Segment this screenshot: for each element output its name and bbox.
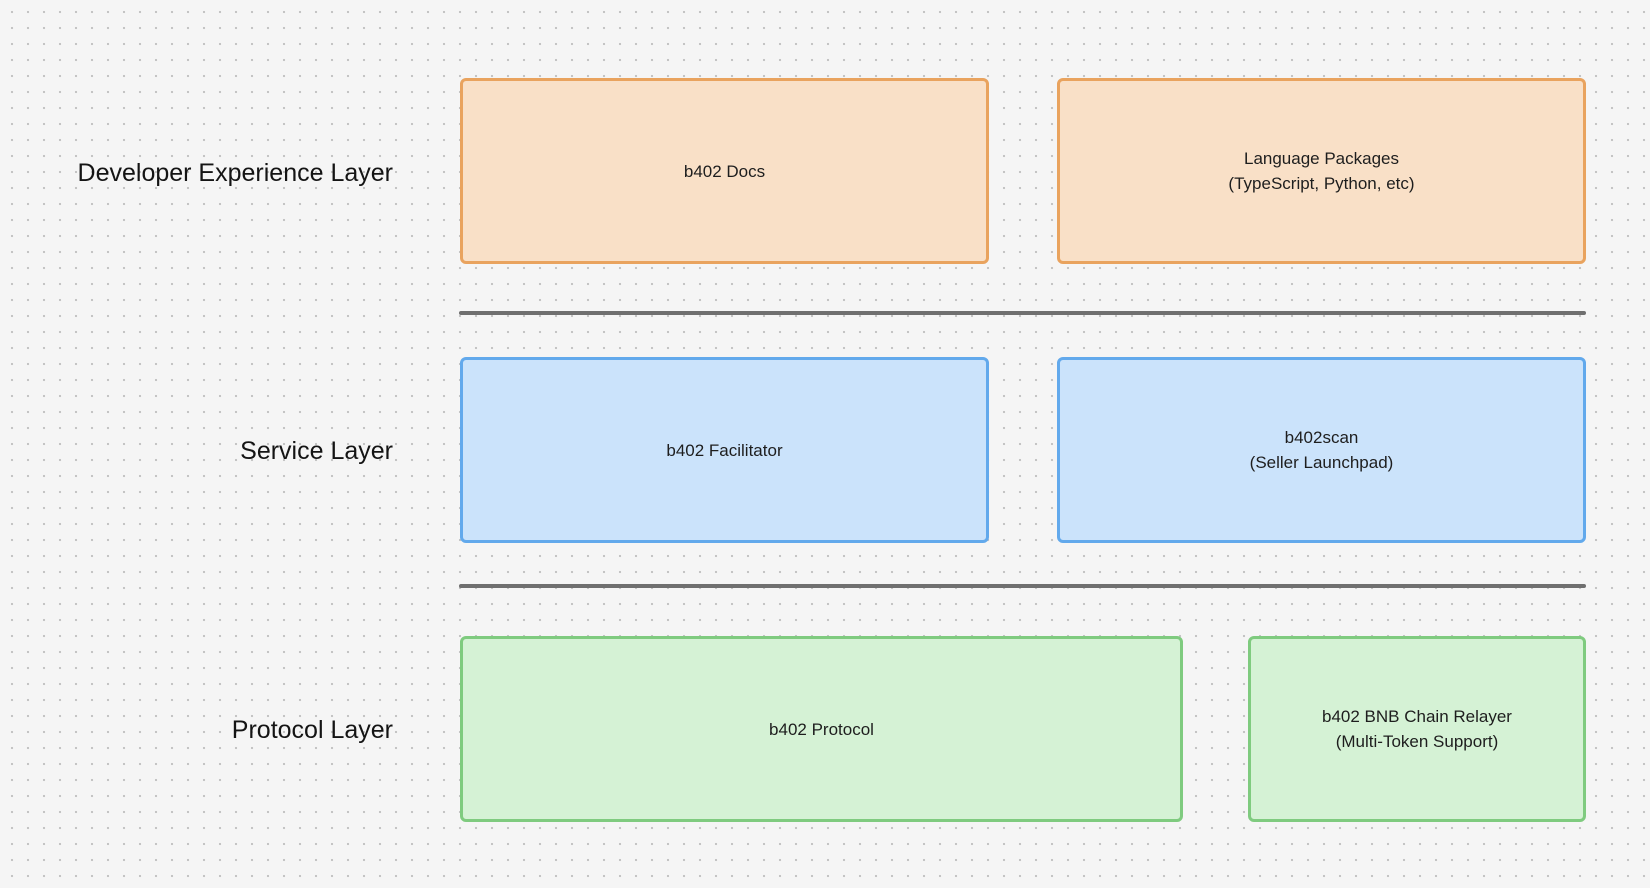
box-b402scan-subtitle: (Seller Launchpad) <box>1249 453 1394 472</box>
box-language-packages[interactable]: Language Packages (TypeScript, Python, e… <box>1057 78 1586 264</box>
layer-label-developer-experience: Developer Experience Layer <box>77 159 393 187</box>
box-b402scan[interactable]: b402scan (Seller Launchpad) <box>1057 357 1586 543</box>
box-bnb-chain-relayer-title: b402 BNB Chain Relayer <box>1322 707 1512 726</box>
layer-divider-top <box>459 311 1586 315</box>
box-b402-docs-title: b402 Docs <box>683 161 766 181</box>
box-b402-protocol-title: b402 Protocol <box>769 719 874 739</box>
box-b402-docs[interactable]: b402 Docs <box>460 78 989 264</box>
box-b402-facilitator-title: b402 Facilitator <box>666 440 783 460</box>
box-b402-protocol[interactable]: b402 Protocol <box>460 636 1183 822</box>
box-b402scan-title: b402scan <box>1284 428 1359 447</box>
box-language-packages-subtitle: (TypeScript, Python, etc) <box>1228 174 1415 193</box>
box-bnb-chain-relayer-subtitle: (Multi-Token Support) <box>1335 732 1499 751</box>
box-bnb-chain-relayer[interactable]: b402 BNB Chain Relayer (Multi-Token Supp… <box>1248 636 1586 822</box>
box-b402-facilitator[interactable]: b402 Facilitator <box>460 357 989 543</box>
box-language-packages-title: Language Packages <box>1243 149 1400 168</box>
layer-divider-bottom <box>459 584 1586 588</box>
layer-label-protocol: Protocol Layer <box>231 716 393 744</box>
layer-label-service: Service Layer <box>240 437 393 465</box>
